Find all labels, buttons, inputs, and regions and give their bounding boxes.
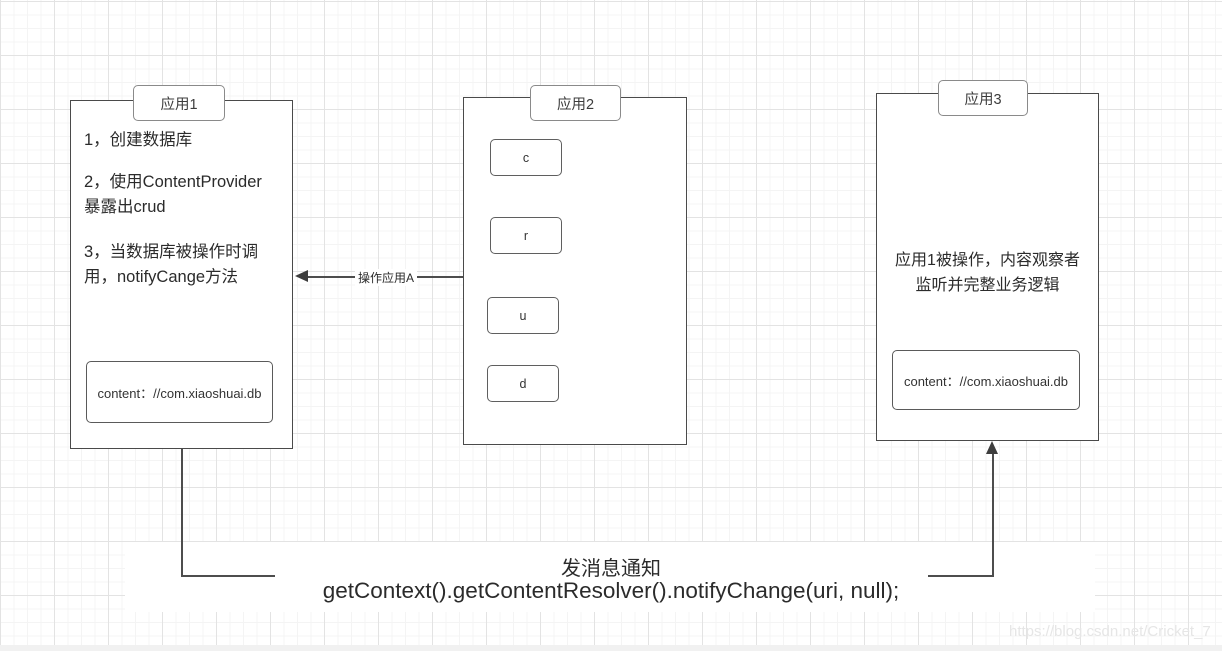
app1-tab[interactable]: 应用1 — [133, 85, 225, 121]
bottom-strip — [0, 645, 1222, 651]
notify-code: getContext().getContentResolver().notify… — [322, 578, 900, 603]
app2-crud-delete[interactable]: d — [487, 365, 559, 402]
app2-crud-delete-label: d — [519, 376, 527, 391]
notify-text-backdrop — [125, 542, 1095, 612]
operate-arrow-head — [295, 270, 308, 282]
app1-line-3: 3，当数据库被操作时调 用，notifyCange方法 — [84, 243, 259, 286]
app2-crud-read-label: r — [523, 228, 529, 243]
notify-title: 发消息通知 — [561, 558, 661, 580]
notify-line-left-segment — [181, 575, 275, 577]
app2-crud-update-label: u — [519, 308, 527, 323]
app2-crud-update[interactable]: u — [487, 297, 559, 334]
app3-content-uri-box: content：//com.xiaoshuai.db — [892, 350, 1080, 410]
app2-crud-create[interactable]: c — [490, 139, 562, 176]
app3-tab-label: 应用3 — [964, 91, 1002, 108]
app2-tab[interactable]: 应用2 — [530, 85, 621, 121]
notify-line-right-segment — [928, 575, 994, 577]
app3-description: 应用1被操作，内容观察者 监听并完整业务逻辑 — [895, 252, 1080, 294]
app1-line-1: 1，创建数据库 — [84, 131, 193, 149]
notify-line-down-from-app1 — [181, 449, 183, 577]
app1-tab-label: 应用1 — [160, 96, 198, 113]
app1-line-2: 2，使用ContentProvider 暴露出crud — [84, 173, 262, 216]
notify-arrow-head — [986, 441, 998, 454]
app1-content-uri-label: content：//com.xiaoshuai.db — [97, 385, 262, 401]
notify-line-up-to-app3 — [992, 453, 994, 576]
app3-tab[interactable]: 应用3 — [938, 80, 1028, 116]
app2-crud-create-label: c — [522, 150, 530, 165]
operate-arrow-label: 操作应用A — [355, 269, 418, 286]
app3-content-uri-label: content：//com.xiaoshuai.db — [903, 373, 1069, 389]
watermark: https://blog.csdn.net/Cricket_7 — [1009, 623, 1211, 640]
app1-content-uri-box: content：//com.xiaoshuai.db — [86, 361, 273, 423]
app2-crud-read[interactable]: r — [490, 217, 562, 254]
app2-tab-label: 应用2 — [556, 96, 595, 113]
